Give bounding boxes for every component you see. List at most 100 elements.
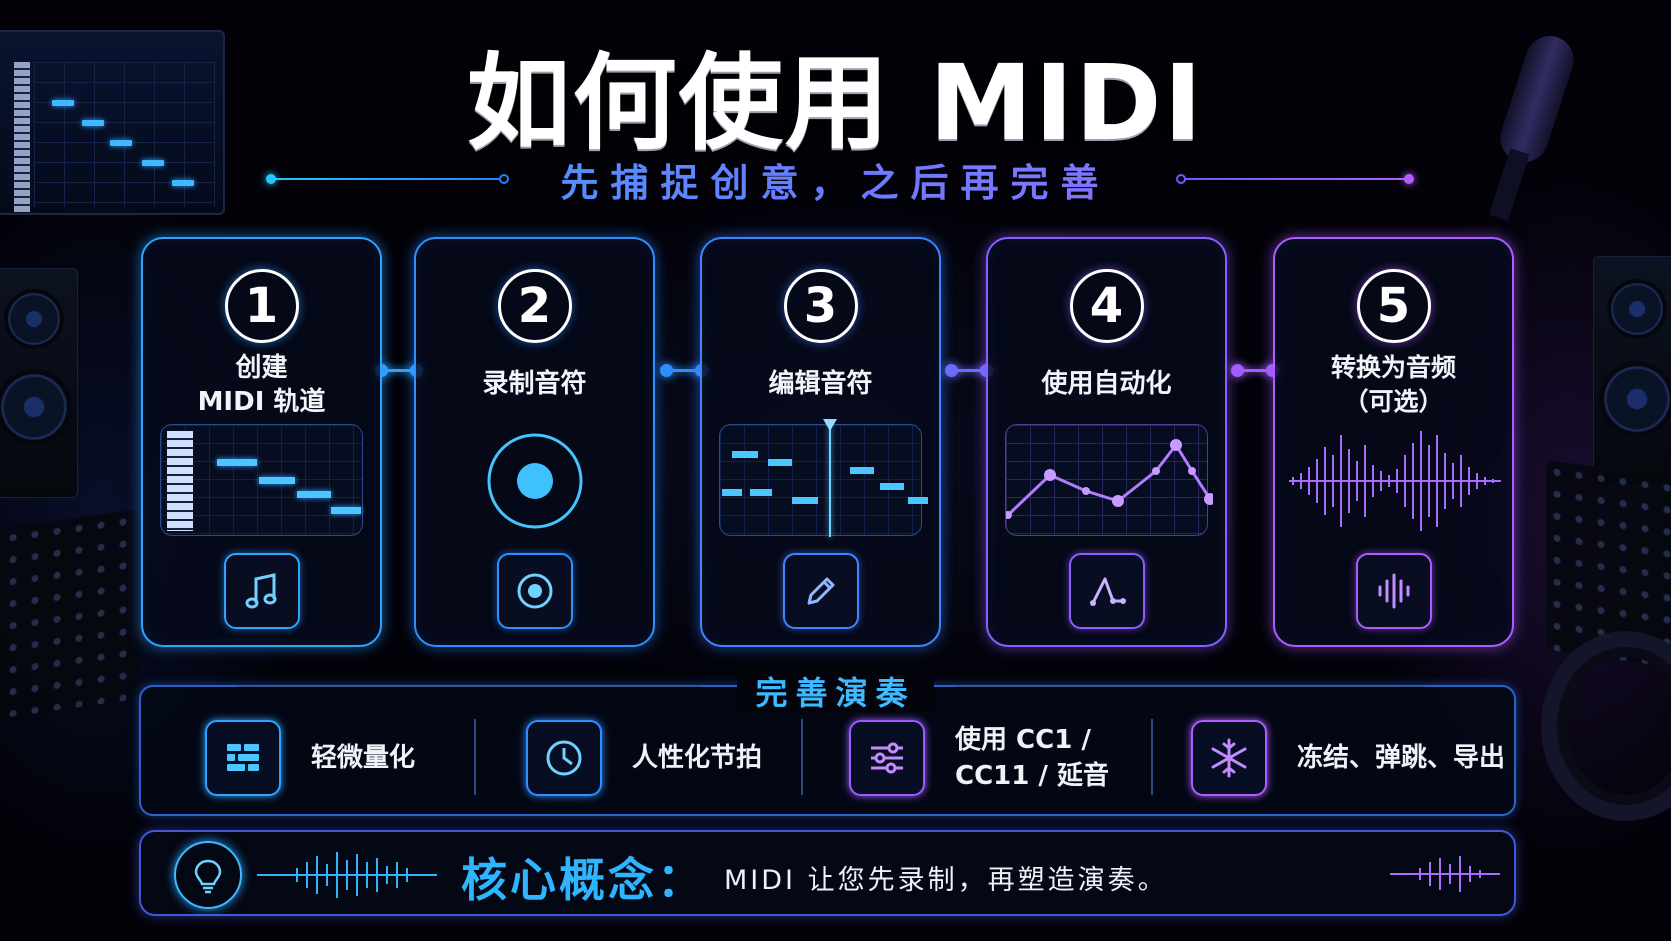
left-speaker-decoration: [0, 268, 78, 498]
step-connector: [660, 364, 708, 377]
daw-monitor-decoration: [0, 30, 225, 215]
midi-note: [792, 497, 818, 504]
automation-graph-illustration: [1005, 424, 1213, 536]
piano-roll-illustration: [160, 424, 363, 536]
refine-item-quantize[interactable]: 轻微量化: [205, 720, 415, 796]
step-icon-box[interactable]: [1068, 553, 1145, 629]
step-connector: [375, 364, 423, 377]
subtitle-dot: [499, 174, 509, 184]
speaker-cone: [1599, 361, 1671, 437]
step-connector: [945, 364, 993, 377]
playhead: [829, 425, 831, 537]
step-card-4[interactable]: 4 使用自动化: [986, 237, 1227, 647]
refine-item-cc[interactable]: 使用 CC1 / CC11 / 延音: [849, 720, 1109, 796]
subtitle-line-left: [270, 178, 505, 180]
refine-item-freeze[interactable]: 冻结、弹跳、导出: [1191, 720, 1505, 796]
refine-item-humanize[interactable]: 人性化节拍: [526, 720, 762, 796]
midi-note-decoration: [52, 100, 74, 106]
refine-icon-box[interactable]: [1191, 720, 1267, 796]
page-title: 如何使用 MIDI: [466, 42, 1205, 164]
step-card-2[interactable]: 2 录制音符: [414, 237, 655, 647]
record-circle-icon: [487, 433, 583, 529]
midi-note-decoration: [172, 180, 194, 186]
midi-note: [331, 507, 361, 514]
subtitle-dot: [1176, 174, 1186, 184]
step-card-3[interactable]: 3 编辑音符: [700, 237, 941, 647]
snowflake-icon: [1211, 738, 1247, 778]
step-card-5[interactable]: 5 转换为音频 （可选）: [1273, 237, 1514, 647]
record-button-illustration: [430, 425, 639, 537]
midi-note: [297, 491, 331, 498]
refine-divider: [801, 719, 803, 795]
refine-title-line-left: [236, 686, 700, 687]
pencil-icon: [807, 577, 834, 605]
subtitle-dot: [266, 174, 276, 184]
core-concept-bar: 核心概念： MIDI 让您先录制，再塑造演奏。: [139, 830, 1516, 916]
refine-label: 轻微量化: [311, 743, 416, 773]
audio-waveform: [1289, 431, 1501, 531]
midi-note: [908, 497, 928, 504]
refine-icon-box[interactable]: [205, 720, 281, 796]
step-label: 使用自动化: [1041, 369, 1172, 399]
refine-icon-box[interactable]: [849, 720, 925, 796]
step-icon-box[interactable]: [782, 553, 859, 629]
concept-waveform-left: [257, 852, 437, 898]
midi-note-decoration: [110, 140, 132, 146]
midi-note: [259, 477, 295, 484]
step-connector: [1231, 364, 1279, 377]
speaker-cone: [1607, 279, 1667, 339]
step-number-badge: 3: [783, 269, 858, 343]
quantize-grid-icon: [227, 744, 259, 771]
page-subtitle: 先捕捉创意，之后再完善: [0, 152, 1671, 207]
midi-note-decoration: [142, 160, 164, 166]
midi-note: [217, 459, 257, 466]
midi-note: [850, 467, 874, 474]
step-label: 转换为音频 （可选）: [1330, 353, 1456, 416]
refine-divider: [474, 719, 476, 795]
lightbulb-icon-badge: [174, 841, 242, 909]
piano-keys: [167, 431, 193, 531]
subtitle-line-right: [1180, 178, 1410, 180]
subtitle-dot: [1404, 174, 1414, 184]
midi-note-decoration: [82, 120, 104, 126]
midi-note: [722, 489, 742, 496]
speaker-cone: [0, 369, 72, 445]
refine-icon-box[interactable]: [526, 720, 602, 796]
midi-note: [768, 459, 792, 466]
step-number-badge: 4: [1069, 269, 1144, 343]
refine-title: 完善演奏: [0, 668, 1671, 714]
midi-note: [880, 483, 904, 490]
clock-icon: [546, 740, 582, 776]
automation-curve: [1006, 439, 1213, 519]
midi-note: [732, 451, 758, 458]
step-label: 创建 MIDI 轨道: [197, 353, 326, 417]
waveform-illustration: [1289, 425, 1501, 537]
sliders-icon: [871, 742, 903, 774]
step-card-1[interactable]: 1 创建 MIDI 轨道: [141, 237, 382, 647]
refine-divider: [1151, 719, 1153, 795]
core-concept-text: MIDI 让您先录制，再塑造演奏。: [724, 865, 1168, 896]
note-editor-illustration: [719, 419, 928, 537]
step-number-badge: 2: [497, 269, 572, 343]
audio-waveform-icon: [1378, 573, 1409, 609]
music-note-icon: [245, 573, 276, 609]
concept-waveform-right: [1390, 856, 1500, 892]
refine-label: 人性化节拍: [632, 743, 763, 773]
step-number-badge: 5: [1356, 269, 1431, 343]
right-speaker-decoration: [1593, 256, 1671, 486]
step-icon-box[interactable]: [496, 553, 573, 629]
record-icon: [517, 573, 552, 609]
midi-note: [750, 489, 772, 496]
step-label: 编辑音符: [768, 369, 873, 399]
step-number-badge: 1: [224, 269, 299, 343]
speaker-cone: [4, 289, 64, 349]
step-icon-box[interactable]: [223, 553, 300, 629]
automation-curve-icon: [1089, 577, 1126, 606]
step-label: 录制音符: [482, 369, 587, 399]
core-concept-label: 核心概念：: [461, 853, 706, 907]
step-icon-box[interactable]: [1355, 553, 1432, 629]
lightbulb-icon: [194, 859, 222, 894]
playhead-marker: [823, 419, 837, 431]
refine-label: 使用 CC1 / CC11 / 延音: [955, 725, 1109, 791]
refine-label: 冻结、弹跳、导出: [1297, 743, 1506, 773]
